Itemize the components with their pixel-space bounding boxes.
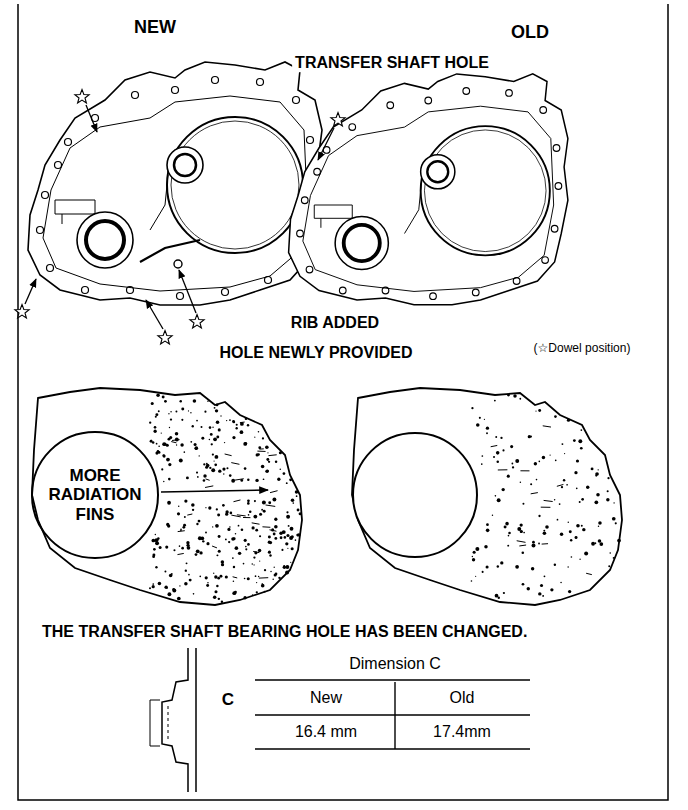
fins-arrow: [161, 490, 268, 492]
fins-circle: MORE RADIATION FINS: [31, 431, 158, 558]
leader-lines: [25, 105, 334, 329]
legend-note: (☆Dowel position): [534, 342, 631, 355]
new-housing: [28, 62, 322, 305]
table-cell: Old: [450, 689, 475, 707]
callout-text: TRANSFER SHAFT HOLE: [292, 54, 492, 72]
view-title: OLD: [511, 23, 549, 43]
node-label: MORE RADIATION FINS: [43, 466, 147, 525]
old-housing: [289, 74, 568, 305]
page-frame: [18, 4, 668, 800]
table-cell: 16.4 mm: [295, 723, 357, 741]
callout-text: HOLE NEWLY PROVIDED: [220, 344, 413, 362]
new-cover: [32, 388, 302, 605]
dimension-letter: C: [222, 691, 234, 710]
table-cell: New: [310, 689, 342, 707]
table-heading: Dimension C: [349, 655, 441, 673]
view-title: NEW: [134, 18, 176, 38]
bearing-hole-section: [150, 648, 196, 792]
old-cover: [352, 388, 622, 605]
table-cell: 17.4mm: [433, 723, 491, 741]
dowel-stars: [15, 90, 345, 345]
dimension-table: [255, 680, 530, 749]
callout-text: RIB ADDED: [291, 314, 379, 332]
note-text: THE TRANSFER SHAFT BEARING HOLE HAS BEEN…: [42, 623, 527, 641]
